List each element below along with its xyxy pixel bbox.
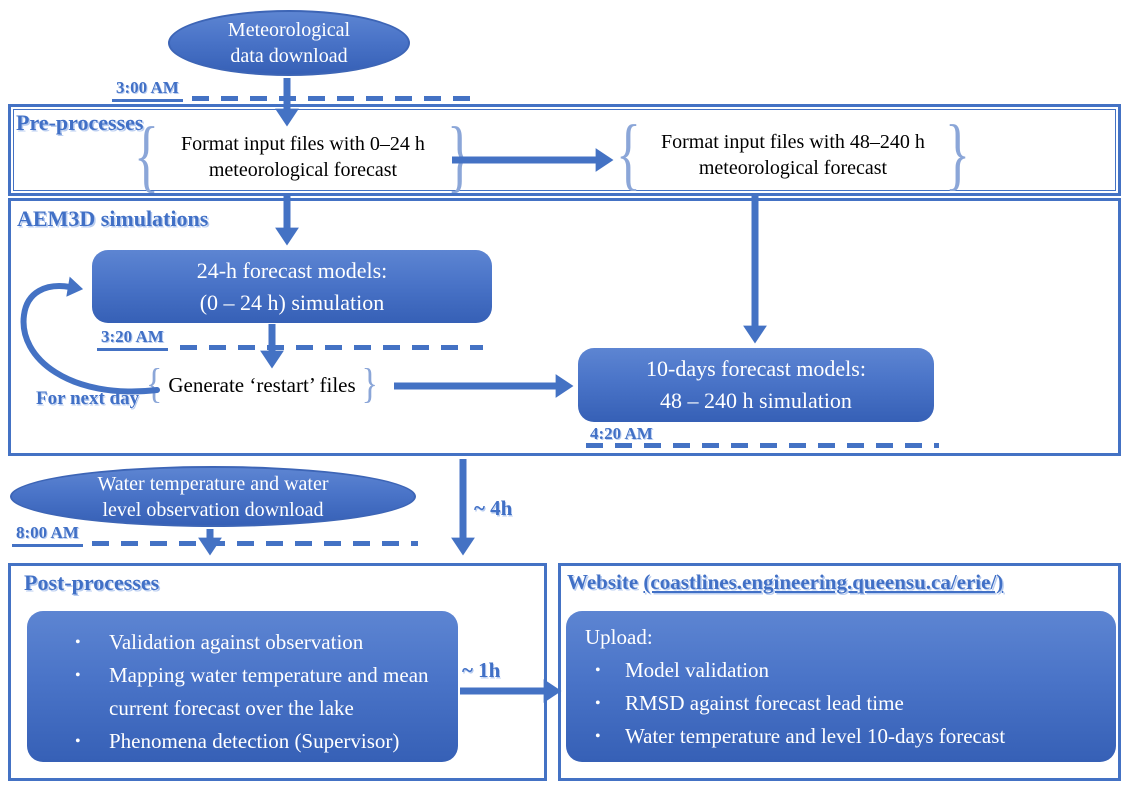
for-next-day-label: For next day bbox=[36, 388, 140, 409]
format-0-24h-node: { Format input files with 0–24 h meteoro… bbox=[134, 112, 472, 201]
dashed-timeline-420am bbox=[586, 443, 939, 448]
duration-1h-label: ~ 1h bbox=[462, 658, 501, 682]
generate-restart-node: { Generate ‘restart’ files } bbox=[146, 361, 378, 408]
forecast-24h-node: 24-h forecast models: (0 – 24 h) simulat… bbox=[92, 250, 492, 323]
website-title: Website (coastlines.engineering.queensu.… bbox=[567, 570, 1003, 595]
post-bullet-2: Mapping water temperature and mean curre… bbox=[109, 663, 429, 720]
bullet-icon: • bbox=[595, 662, 601, 679]
format-48-240h-node: { Format input files with 48–240 h meteo… bbox=[616, 110, 970, 199]
post-bullet-3: Phenomena detection (Supervisor) bbox=[109, 729, 400, 753]
website-bullet-3: Water temperature and level 10-days fore… bbox=[625, 724, 1006, 748]
format-48-240h-line1: Format input files with 48–240 h bbox=[661, 131, 925, 153]
format-0-24h-line2: meteorological forecast bbox=[208, 159, 398, 181]
post-bullet-row: • Validation against observation bbox=[75, 626, 448, 659]
post-processes-title: Post-processes bbox=[24, 570, 160, 595]
forecast-10days-line1: 10-days forecast models: bbox=[646, 356, 866, 381]
pre-processes-box bbox=[8, 104, 1121, 196]
website-url-link[interactable]: (coastlines.engineering.queensu.ca/erie/… bbox=[643, 570, 1004, 594]
time-label-320am: 3:20 AM bbox=[97, 327, 168, 351]
format-48-240h-line2: meteorological forecast bbox=[698, 157, 888, 179]
time-label-3am: 3:00 AM bbox=[112, 78, 183, 102]
water-observation-line2: level observation download bbox=[102, 498, 324, 521]
bullet-icon: • bbox=[75, 667, 81, 684]
post-bullet-row: • Phenomena detection (Supervisor) bbox=[75, 725, 448, 758]
post-processes-node: • Validation against observation • Mappi… bbox=[27, 611, 458, 762]
water-observation-line1: Water temperature and water bbox=[97, 472, 329, 495]
website-bullet-1: Model validation bbox=[625, 658, 770, 682]
website-upload-node: Upload: • Model validation • RMSD agains… bbox=[566, 611, 1116, 762]
forecast-10days-line2: 48 – 240 h simulation bbox=[660, 388, 852, 413]
post-bullet-row: • Mapping water temperature and mean cur… bbox=[75, 659, 448, 725]
met-download-line2: data download bbox=[230, 45, 348, 67]
dashed-timeline-320am bbox=[180, 345, 483, 350]
website-title-prefix: Website bbox=[567, 570, 644, 594]
time-label-8am: 8:00 AM bbox=[12, 523, 83, 547]
aem3d-simulations-title: AEM3D simulations bbox=[17, 206, 209, 231]
bullet-icon: • bbox=[75, 634, 81, 651]
time-label-420am: 4:20 AM bbox=[590, 424, 653, 443]
bullet-icon: • bbox=[595, 728, 601, 745]
dashed-timeline-3am bbox=[192, 96, 470, 101]
forecast-24h-line2: (0 – 24 h) simulation bbox=[199, 289, 385, 315]
website-bullet-row: • RMSD against forecast lead time bbox=[585, 687, 1108, 720]
forecast-24h-line1: 24-h forecast models: bbox=[196, 257, 388, 283]
bullet-icon: • bbox=[75, 733, 81, 750]
water-observation-ellipse: Water temperature and water level observ… bbox=[10, 466, 416, 527]
pre-processes-title: Pre-processes bbox=[16, 110, 144, 135]
upload-label: Upload: bbox=[585, 625, 653, 649]
met-download-line1: Meteorological bbox=[227, 19, 351, 41]
aem3d-simulations-box bbox=[8, 198, 1121, 456]
website-bullet-row: • Water temperature and level 10-days fo… bbox=[585, 720, 1108, 753]
forecast-10days-node: 10-days forecast models: 48 – 240 h simu… bbox=[578, 348, 934, 422]
website-bullet-row: • Model validation bbox=[585, 654, 1108, 687]
bullet-icon: • bbox=[595, 695, 601, 712]
format-0-24h-line1: Format input files with 0–24 h bbox=[181, 133, 425, 155]
website-bullet-2: RMSD against forecast lead time bbox=[625, 691, 904, 715]
met-download-ellipse: Meteorological data download bbox=[168, 10, 410, 76]
duration-4h-label: ~ 4h bbox=[474, 496, 513, 520]
post-bullet-1: Validation against observation bbox=[109, 630, 364, 654]
generate-restart-label: Generate ‘restart’ files bbox=[168, 373, 356, 397]
dashed-timeline-8am bbox=[92, 541, 418, 546]
